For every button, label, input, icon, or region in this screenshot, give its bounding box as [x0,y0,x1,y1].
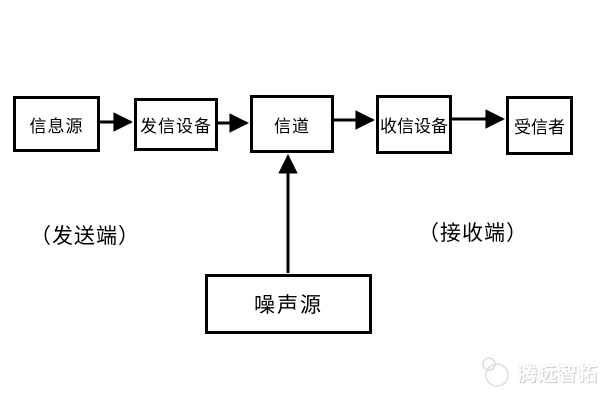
box-recipient: 受信者 [506,96,573,155]
box-transmit-device-label: 发信设备 [140,117,212,136]
box-recipient-label: 受信者 [514,118,565,137]
box-receive-device: 收信设备 [376,95,452,154]
watermark-text: 腾远智拓 [518,363,599,385]
receive-end-annotation: （接收端） [418,222,528,245]
overlapping-circles-logo-icon [482,357,509,387]
box-info-source: 信息源 [13,96,100,152]
box-noise-source-label: 噪声源 [254,294,323,317]
send-end-annotation: （发送端） [30,225,140,248]
box-channel-label: 信道 [274,116,310,136]
box-noise-source: 噪声源 [205,274,372,334]
box-channel: 信道 [250,95,334,153]
box-transmit-device: 发信设备 [134,98,218,151]
box-info-source-label: 信息源 [29,116,84,136]
box-receive-device-label: 收信设备 [380,117,448,136]
watermark: 腾远智拓 [478,354,598,390]
